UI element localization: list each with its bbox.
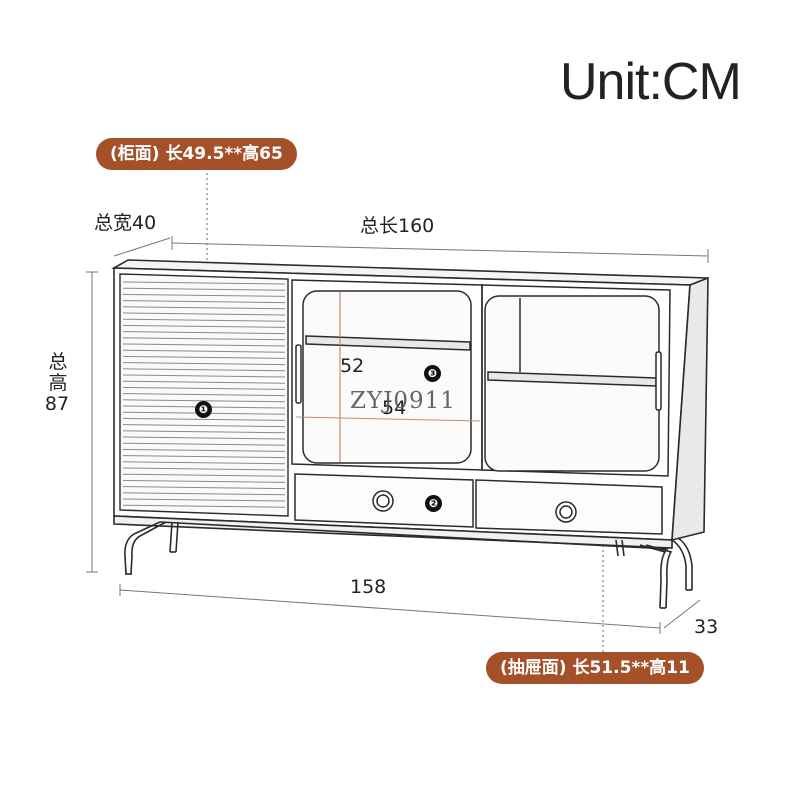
door-flute xyxy=(122,355,286,359)
door-flute xyxy=(122,473,286,477)
total-height-char-1: 总 xyxy=(48,351,68,373)
door-flute xyxy=(122,362,286,366)
glass-door-left-pane xyxy=(302,290,472,464)
leg-mid-right-inner xyxy=(621,539,625,557)
drawer-right-knob-inner xyxy=(559,505,573,519)
drawer-left-knob-inner xyxy=(376,494,390,508)
door-flute xyxy=(122,442,286,446)
marker-3: ❸ xyxy=(424,365,441,382)
door-flute xyxy=(122,306,286,310)
door-flute xyxy=(122,430,286,434)
door-flute xyxy=(122,343,286,347)
door-flute xyxy=(122,492,286,496)
door-flute xyxy=(122,368,286,372)
door-flute xyxy=(122,386,286,390)
cabinet-side xyxy=(671,276,709,542)
drawers xyxy=(294,473,663,535)
shelf-height-label: 52 xyxy=(340,355,365,377)
door-flute xyxy=(122,337,286,341)
drawer-face-callout: (抽屉面) 长51.5**高11 xyxy=(486,652,704,684)
door-flute xyxy=(122,417,286,421)
cabinet-face-callout: (柜面) 长49.5**高65 xyxy=(96,138,297,170)
leg-back-left-inner xyxy=(175,521,179,553)
leg-front-left-inner xyxy=(130,521,167,575)
door-flute xyxy=(122,504,286,508)
leg-back-right-inner xyxy=(677,537,693,590)
bottom-length-line xyxy=(119,589,661,629)
door-flute xyxy=(122,349,286,353)
glass-doors xyxy=(291,279,671,477)
door-flute xyxy=(122,312,286,316)
fluted-door xyxy=(119,273,289,517)
door-flute xyxy=(122,479,286,483)
depth-line xyxy=(663,599,701,629)
door-flute xyxy=(122,461,286,465)
leg-front-right-inner xyxy=(645,544,673,609)
shelf-width-label: 54 xyxy=(382,397,407,419)
door-flute xyxy=(122,331,286,335)
interior-measure-line xyxy=(295,416,481,422)
door-flute xyxy=(122,324,286,328)
door-flute xyxy=(122,424,286,428)
total-length-line xyxy=(171,242,709,257)
total-height-value: 87 xyxy=(44,393,70,415)
marker-1: ❶ xyxy=(195,401,212,418)
door-flute xyxy=(122,300,286,304)
total-length-label: 总长160 xyxy=(360,215,435,237)
glass-door-right-frame xyxy=(481,284,671,477)
cabinet-base xyxy=(113,515,673,549)
door-flute xyxy=(122,380,286,384)
leg-back-left xyxy=(169,521,173,553)
door-flute xyxy=(122,287,286,291)
door-flutes xyxy=(122,281,286,508)
leg-front-left xyxy=(124,521,161,575)
dimension-lines xyxy=(86,236,709,634)
door-flute xyxy=(122,318,286,322)
watermark-text: ZYJ0911 xyxy=(350,388,456,414)
bottom-length-label: 158 xyxy=(350,576,387,598)
leg-back-right xyxy=(671,539,687,590)
door-flute xyxy=(122,399,286,403)
glass-door-right-handle xyxy=(655,351,662,411)
door-flute xyxy=(122,281,286,285)
door-flute xyxy=(122,486,286,490)
door-flute xyxy=(122,498,286,502)
door-flute xyxy=(122,436,286,440)
door-flute xyxy=(122,374,286,378)
total-height-char-2: 高 xyxy=(48,372,68,394)
legs xyxy=(124,521,693,609)
door-flute xyxy=(122,467,286,471)
base-rail xyxy=(159,521,669,550)
total-width-label: 总宽40 xyxy=(94,212,157,234)
door-flute xyxy=(122,455,286,459)
width-line xyxy=(113,237,171,257)
door-flute xyxy=(122,293,286,297)
marker-2: ❷ xyxy=(425,495,442,512)
door-flute xyxy=(122,393,286,397)
glass-door-left-handle xyxy=(295,344,302,404)
unit-label: Unit:CM xyxy=(560,53,742,111)
leg-front-right xyxy=(639,544,667,609)
depth-label: 33 xyxy=(694,616,719,638)
total-height-label: 总 高 87 xyxy=(45,351,72,415)
shelf-left xyxy=(305,335,471,351)
door-flute xyxy=(122,448,286,452)
leg-mid-right xyxy=(615,539,619,557)
